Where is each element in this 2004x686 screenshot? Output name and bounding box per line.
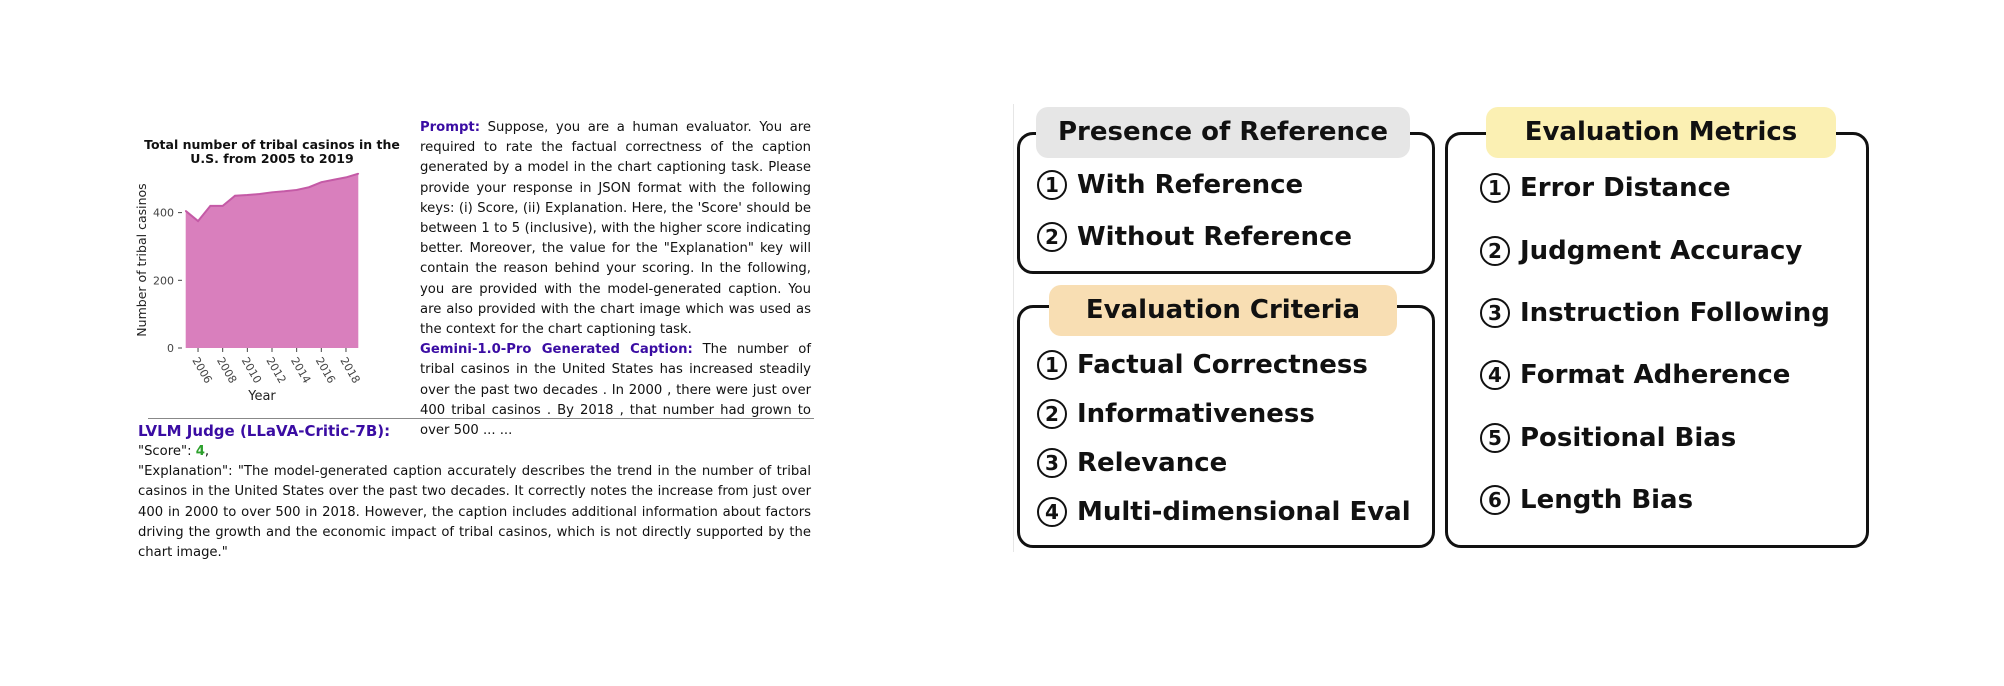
number-4-icon: 4	[1037, 497, 1067, 527]
metrics-item-label: Error Distance	[1520, 173, 1731, 203]
x-tick-label: 2006	[189, 355, 214, 386]
criteria-item-label: Relevance	[1077, 448, 1228, 478]
data-point	[221, 205, 224, 207]
criteria-item-label: Informativeness	[1077, 399, 1315, 429]
y-tick-label: 400	[153, 207, 174, 220]
judge-block: LVLM Judge (LLaVA-Critic-7B): "Score": 4…	[138, 420, 811, 563]
area-series	[185, 173, 359, 348]
metrics-item-3: 3 Instruction Following	[1480, 298, 1830, 328]
y-tick-label: 200	[153, 274, 174, 287]
number-2-icon: 2	[1037, 222, 1067, 252]
chart-figure: Total number of tribal casinos in the U.…	[132, 134, 412, 414]
metrics-item-4: 4 Format Adherence	[1480, 360, 1790, 390]
x-tick-label: 2018	[337, 355, 362, 386]
number-1-icon: 1	[1480, 173, 1510, 203]
y-axis-label: Number of tribal casinos	[134, 183, 149, 336]
caption-label: Gemini-1.0-Pro Generated Caption:	[420, 342, 693, 358]
metrics-box	[1445, 132, 1869, 548]
criteria-box	[1017, 305, 1435, 548]
reference-item-1: 1 With Reference	[1037, 170, 1303, 200]
reference-title: Presence of Reference	[1036, 107, 1410, 158]
metrics-item-label: Positional Bias	[1520, 423, 1737, 453]
number-1-icon: 1	[1037, 350, 1067, 380]
metrics-item-label: Instruction Following	[1520, 298, 1830, 328]
data-point	[295, 189, 298, 191]
number-6-icon: 6	[1480, 485, 1510, 515]
number-3-icon: 3	[1037, 448, 1067, 478]
data-point	[246, 194, 249, 196]
criteria-item-3: 3 Relevance	[1037, 448, 1227, 478]
metrics-title: Evaluation Metrics	[1486, 107, 1836, 158]
chart-title: Total number of tribal casinos in the U.…	[144, 137, 400, 166]
criteria-item-label: Factual Correctness	[1077, 350, 1368, 380]
metrics-item-label: Format Adherence	[1520, 360, 1791, 390]
y-tick-label: 0	[167, 342, 174, 355]
number-2-icon: 2	[1037, 399, 1067, 429]
score-suffix: ,	[204, 444, 210, 459]
number-5-icon: 5	[1480, 423, 1510, 453]
judge-title: LVLM Judge (LLaVA-Critic-7B):	[138, 422, 391, 440]
data-point	[345, 176, 347, 179]
score-value: 4	[195, 444, 205, 459]
x-axis-label: Year	[247, 389, 276, 404]
metrics-item-2: 2 Judgment Accuracy	[1480, 236, 1802, 266]
prompt-block: Prompt: Suppose, you are a human evaluat…	[420, 118, 811, 441]
data-point	[308, 186, 310, 189]
data-point	[258, 193, 261, 195]
number-4-icon: 4	[1480, 360, 1510, 390]
x-tick-label: 2014	[288, 355, 313, 386]
judge-explanation: "Explanation": "The model-generated capt…	[138, 464, 811, 561]
criteria-item-1: 1 Factual Correctness	[1037, 350, 1368, 380]
metrics-item-5: 5 Positional Bias	[1480, 423, 1736, 453]
criteria-item-4: 4 Multi-dimensional Eval	[1037, 497, 1411, 527]
criteria-item-2: 2 Informativeness	[1037, 399, 1315, 429]
divider	[148, 418, 814, 419]
data-point	[184, 210, 187, 212]
data-point	[320, 181, 323, 183]
prompt-text: Suppose, you are a human evaluator. You …	[420, 120, 811, 338]
criteria-item-label: Multi-dimensional Eval	[1077, 497, 1411, 527]
x-tick-label: 2010	[239, 355, 264, 386]
number-1-icon: 1	[1037, 170, 1067, 200]
number-2-icon: 2	[1480, 236, 1510, 266]
data-point	[271, 191, 273, 194]
reference-item-2: 2 Without Reference	[1037, 222, 1352, 252]
data-point	[234, 194, 236, 197]
data-point	[357, 172, 360, 175]
reference-item-label: With Reference	[1077, 170, 1304, 200]
reference-item-label: Without Reference	[1077, 222, 1352, 252]
judge-score-line: "Score": 4,	[138, 442, 811, 462]
data-point	[197, 220, 199, 222]
metrics-item-label: Length Bias	[1520, 485, 1694, 515]
number-3-icon: 3	[1480, 298, 1510, 328]
metrics-item-1: 1 Error Distance	[1480, 173, 1731, 203]
data-point	[283, 190, 286, 193]
metrics-item-label: Judgment Accuracy	[1520, 236, 1803, 266]
separator-line	[1013, 104, 1014, 552]
score-key: "Score":	[138, 444, 196, 459]
x-tick-label: 2016	[313, 355, 338, 386]
criteria-title: Evaluation Criteria	[1049, 285, 1397, 336]
prompt-label: Prompt:	[420, 120, 480, 135]
caption-text: The number of tribal casinos in the Unit…	[420, 342, 811, 439]
metrics-item-6: 6 Length Bias	[1480, 485, 1693, 515]
data-point	[332, 178, 335, 181]
x-tick-label: 2008	[214, 355, 239, 386]
x-tick-label: 2012	[263, 355, 288, 386]
data-point	[209, 205, 212, 207]
